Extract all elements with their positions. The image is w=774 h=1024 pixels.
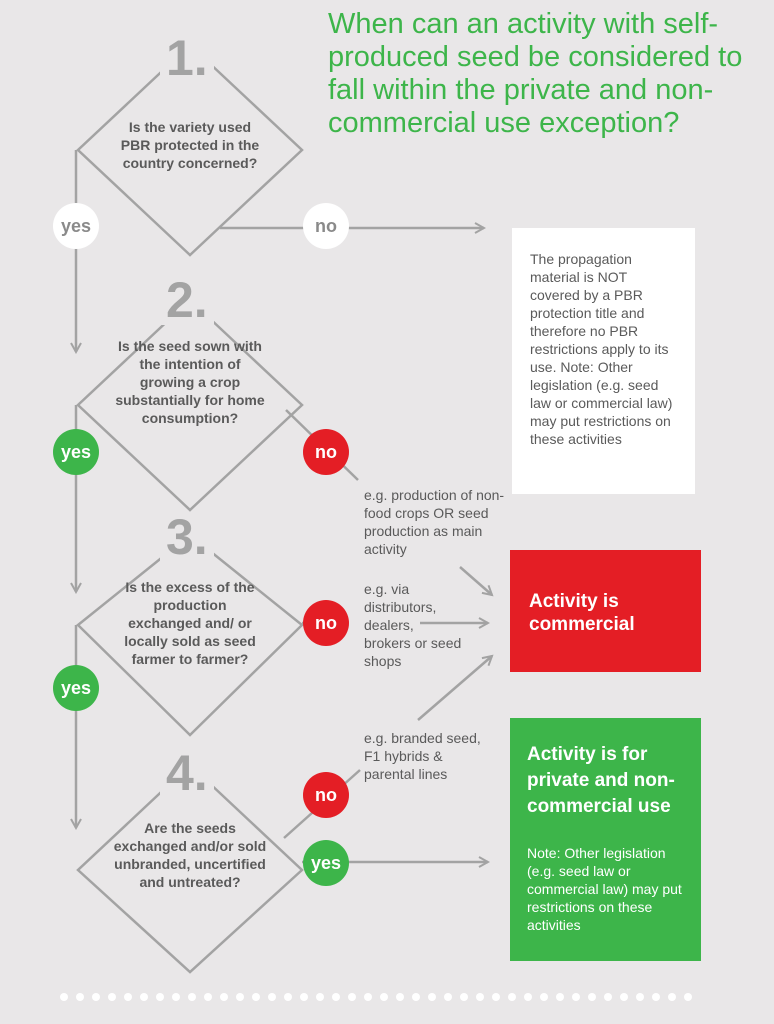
note-step-2-no: e.g. production of non-food crops OR see… [364, 487, 505, 557]
dot [364, 993, 372, 1001]
step-number-1: 1. [160, 33, 214, 83]
dot [460, 993, 468, 1001]
dot [652, 993, 660, 1001]
dot [60, 993, 68, 1001]
dot [92, 993, 100, 1001]
dot [380, 993, 388, 1001]
outcome-commercial: Activity is commercial [510, 550, 701, 672]
answer-no-2: no [303, 429, 349, 475]
step-number-2: 2. [160, 275, 214, 325]
dot [108, 993, 116, 1001]
outcome-not-covered: The propagation material is NOT covered … [512, 228, 695, 494]
dot [300, 993, 308, 1001]
dot [332, 993, 340, 1001]
step-question-1: Is the variety used PBR protected in the… [120, 119, 260, 171]
dot [556, 993, 564, 1001]
decorative-dot-row [60, 993, 692, 1001]
page-title: When can an activity with self-produced … [328, 8, 743, 139]
answer-no-4: no [303, 772, 349, 818]
dot [284, 993, 292, 1001]
answer-yes-3: yes [53, 665, 99, 711]
dot [508, 993, 516, 1001]
dot [524, 993, 532, 1001]
dot [620, 993, 628, 1001]
dot [636, 993, 644, 1001]
outcome-private: Activity is for private and non-commerci… [510, 718, 701, 961]
dot [220, 993, 228, 1001]
dot [140, 993, 148, 1001]
dot [668, 993, 676, 1001]
decision-diamond-4 [76, 763, 304, 974]
dot [236, 993, 244, 1001]
dot [476, 993, 484, 1001]
step-number-3: 3. [160, 512, 214, 562]
answer-yes-2: yes [53, 429, 99, 475]
answer-no-3: no [303, 600, 349, 646]
note-step-3-no: e.g. via distributors, dealers, brokers … [364, 581, 462, 669]
decision-diamond-2 [76, 298, 304, 512]
dot [428, 993, 436, 1001]
answer-yes-4: yes [303, 840, 349, 886]
dot [588, 993, 596, 1001]
decision-diamond-1 [76, 43, 304, 257]
step-question-2: Is the seed sown with the intention of g… [115, 338, 265, 426]
dot [348, 993, 356, 1001]
dot [172, 993, 180, 1001]
dot [124, 993, 132, 1001]
note-step-4-no: e.g. branded seed, F1 hybrids & parental… [364, 730, 481, 782]
dot [540, 993, 548, 1001]
dot [684, 993, 692, 1001]
decision-diamond-3 [76, 533, 304, 737]
dot [268, 993, 276, 1001]
answer-yes-1: yes [53, 203, 99, 249]
dot [572, 993, 580, 1001]
dot [396, 993, 404, 1001]
step-question-3: Is the excess of the production exchange… [124, 579, 256, 667]
dot [604, 993, 612, 1001]
dot [204, 993, 212, 1001]
answer-no-1: no [303, 203, 349, 249]
dot [252, 993, 260, 1001]
dot [156, 993, 164, 1001]
outcome-private-note: Note: Other legislation (e.g. seed law o… [527, 845, 682, 933]
dot [444, 993, 452, 1001]
dot [412, 993, 420, 1001]
step-number-4: 4. [160, 748, 214, 798]
dot [188, 993, 196, 1001]
dot [76, 993, 84, 1001]
outcome-private-title: Activity is for private and non-commerci… [527, 744, 675, 817]
step-question-4: Are the seeds exchanged and/or sold unbr… [113, 820, 267, 890]
dot [492, 993, 500, 1001]
dot [316, 993, 324, 1001]
